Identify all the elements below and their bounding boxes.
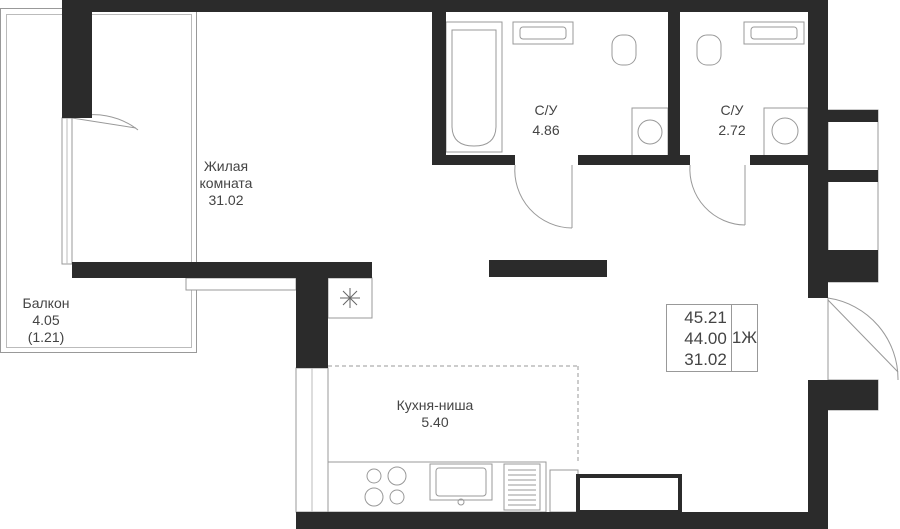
- room-name: Жилая: [203, 158, 249, 174]
- wall-right-box-upper: [828, 110, 878, 122]
- room-label-kitchen: Кухня-ниша 5.40: [380, 397, 490, 431]
- wall-right-upper: [808, 0, 828, 298]
- living-area: 31.02: [684, 350, 727, 369]
- wall-bath1-bottom-a: [432, 155, 515, 165]
- wall-right-lower: [808, 380, 828, 529]
- apartment-summary: 45.21 44.00 31.02 1Ж: [666, 304, 758, 372]
- wall-right-box-bottom: [828, 250, 878, 282]
- room-name: Балкон: [22, 295, 70, 311]
- wall-bath1-bottom-b: [578, 155, 680, 165]
- wall-bath2-bottom-a: [680, 155, 690, 165]
- wall-right-box-mid: [828, 170, 878, 182]
- total-area: 45.21: [684, 308, 727, 327]
- room-area: 5.40: [421, 414, 449, 430]
- room-label-bath1: С/У 4.86: [516, 102, 576, 139]
- area-without-balcony: 44.00: [684, 329, 727, 348]
- room-name: Кухня-ниша: [396, 397, 474, 413]
- balcony-inner-outline: [6, 14, 192, 348]
- wall-center-bar: [489, 260, 607, 277]
- wall-bath1-left: [432, 0, 446, 165]
- wall-kitchen-left: [296, 262, 328, 368]
- room-name: С/У: [720, 102, 744, 118]
- apartment-type: 1Ж: [731, 328, 757, 347]
- room-area-reduced: (1.21): [27, 329, 65, 345]
- room-area: 4.86: [532, 122, 560, 138]
- wall-bath2-bottom-b: [750, 155, 808, 165]
- room-label-living: Жилая комната 31.02: [176, 158, 276, 209]
- wall-left: [62, 0, 92, 118]
- room-area: 4.05: [32, 312, 60, 328]
- room-name: С/У: [534, 102, 558, 118]
- room-area: 31.02: [208, 192, 244, 208]
- wall-bottom: [296, 512, 828, 529]
- room-name: комната: [199, 175, 253, 191]
- wall-bath-divider: [668, 0, 680, 165]
- room-label-bath2: С/У 2.72: [702, 102, 762, 139]
- room-area: 2.72: [718, 122, 746, 138]
- wall-right-box-lower: [828, 380, 878, 410]
- room-label-balcony: Балкон 4.05 (1.21): [6, 295, 86, 346]
